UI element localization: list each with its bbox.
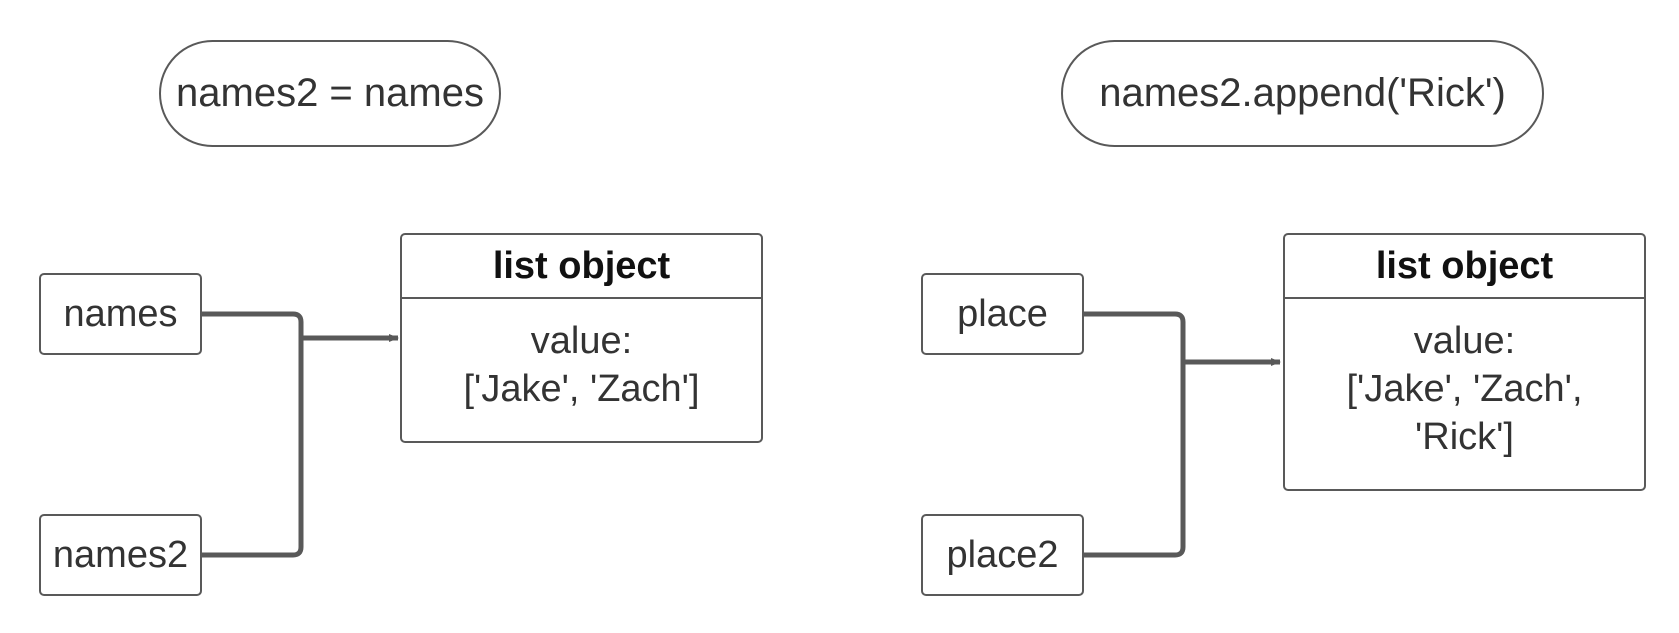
variable-names2-box: names2 — [39, 514, 202, 596]
variable-place2-label: place2 — [946, 533, 1059, 576]
right-operation-label: names2.append('Rick') — [1061, 40, 1544, 147]
variable-place-label: place — [957, 292, 1048, 335]
variable-place2-box: place2 — [921, 514, 1084, 596]
left-list-object-header: list object — [402, 235, 761, 299]
right-operation-text: names2.append('Rick') — [1099, 71, 1506, 115]
variable-names2-label: names2 — [52, 533, 189, 576]
right-list-object-header: list object — [1285, 235, 1644, 299]
right-value-line-1: ['Jake', 'Zach', — [1346, 368, 1583, 410]
variable-names-label: names — [63, 292, 178, 335]
left-operation-label: names2 = names — [159, 40, 501, 147]
right-value-label: value: — [1413, 320, 1516, 362]
right-value-line-2: 'Rick'] — [1415, 416, 1514, 458]
left-operation-text: names2 = names — [176, 71, 484, 115]
left-list-object: list object value: ['Jake', 'Zach'] — [400, 233, 763, 443]
left-value-line-1: ['Jake', 'Zach'] — [463, 368, 700, 410]
connector-place2 — [1084, 362, 1186, 558]
right-list-object: list object value: ['Jake', 'Zach', 'Ric… — [1283, 233, 1646, 491]
connector-names — [202, 311, 304, 338]
variable-names-box: names — [39, 273, 202, 355]
right-list-object-body: value: ['Jake', 'Zach', 'Rick'] — [1285, 299, 1644, 461]
connector-place — [1084, 311, 1186, 362]
left-value-label: value: — [530, 320, 633, 362]
connector-names2 — [202, 338, 304, 558]
left-list-object-body: value: ['Jake', 'Zach'] — [402, 299, 761, 413]
variable-place-box: place — [921, 273, 1084, 355]
